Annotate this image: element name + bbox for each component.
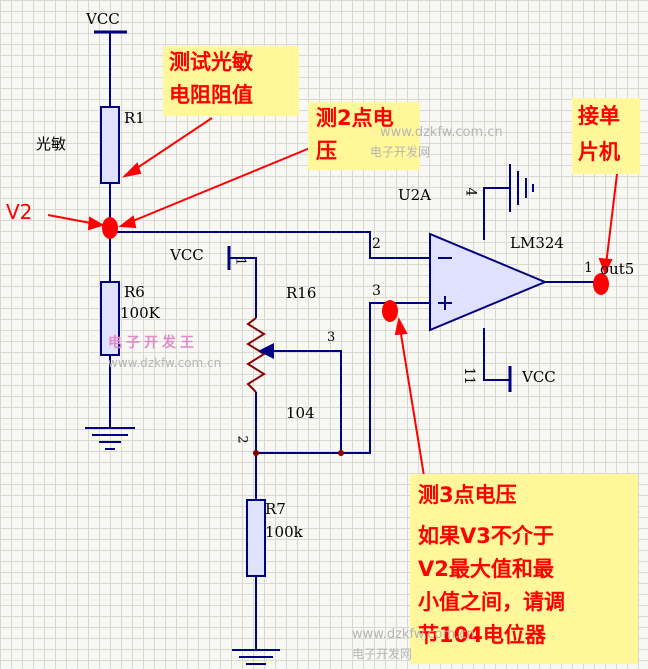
junction-wiper [338, 450, 344, 456]
note-measure-point2: 测2点电 压 [308, 102, 420, 170]
r16-pin3: 3 [327, 330, 336, 345]
gnd-bottom [232, 649, 280, 665]
u2a-pin11: 11 [460, 367, 477, 385]
arrow-out-head [598, 257, 613, 275]
watermark-url-3: www.dzkfw.com.cn [352, 627, 475, 642]
watermark-url-1: www.dzkfw.com.cn [380, 125, 503, 140]
note-connect-mcu: 接单 片机 [572, 98, 640, 174]
marker-out [593, 273, 609, 295]
v2-label: V2 [6, 200, 33, 224]
watermark-logo: 电子开发王 [108, 335, 198, 351]
note-measure-point3-title: 测3点电压 [418, 483, 517, 507]
arrow-v2-label [47, 214, 97, 225]
r7-ref: R7 [265, 500, 286, 518]
r6-body [100, 281, 120, 356]
arrow-v2-label-head [87, 216, 105, 231]
note-connect-mcu-line2: 片机 [578, 140, 620, 164]
note-measure-r1-line2: 电阻阻值 [169, 83, 253, 107]
u2a-pin1: 1 [584, 260, 593, 276]
arrow-out [605, 173, 618, 266]
u2a-pin4: 4 [462, 187, 479, 197]
wire-wiper [273, 350, 342, 453]
wire-pin3-net [256, 302, 430, 454]
r7-body [246, 499, 266, 577]
r16-pin2: 2 [234, 435, 250, 444]
arrow-pin3-head [394, 317, 408, 336]
watermark-url-2: www.dzkfw.com.cn [108, 356, 222, 370]
r6-value: 100K [120, 304, 160, 322]
wire-u2a-gnd [483, 187, 510, 240]
r16-ref: R16 [286, 284, 317, 302]
wires [109, 32, 600, 650]
u2a-part: LM324 [510, 234, 564, 252]
marker-v2 [102, 217, 118, 239]
u2a-pin3: 3 [372, 283, 381, 299]
wire-v2-pin2 [110, 231, 430, 259]
note-measure-point3-line2: V2最大值和最 [418, 557, 554, 581]
gnd-left [85, 427, 135, 450]
r16-zigzag [246, 317, 266, 393]
u2a-body [429, 232, 548, 332]
u2a-plus [438, 296, 452, 310]
note-measure-point2-line1: 测2点电 [316, 106, 394, 130]
note-measure-point2-line2: 压 [316, 139, 337, 163]
arrow-pin3 [399, 327, 425, 477]
note-measure-r1: 测试光敏 电阻阻值 [163, 46, 299, 116]
r16-wiper-arrow [258, 343, 274, 359]
wire-vcc-r16 [229, 257, 257, 318]
r1-ref: R1 [124, 109, 145, 127]
note-measure-point3-line3: 小值之间，请调 [418, 590, 565, 614]
r1-body [100, 106, 120, 184]
marker-pin3 [382, 300, 398, 322]
gnd-u2a [509, 164, 534, 212]
note-measure-point3-line4: 节104电位器 [418, 623, 546, 647]
u2a-ref: U2A [398, 186, 432, 204]
vcc-u2a-label: VCC [522, 368, 556, 386]
watermark-site-1: 电子开发网 [370, 145, 431, 159]
arrow-r1 [130, 117, 213, 173]
note-measure-point3-line1: 如果V3不介于 [418, 524, 554, 548]
r16-value: 104 [286, 404, 315, 422]
wire-u2a-vcc [483, 328, 510, 381]
arrow-v2-head [118, 215, 137, 229]
vcc-r16-label: VCC [170, 246, 204, 264]
arrow-v2 [127, 147, 311, 224]
note-measure-point3: 测3点电压 如果V3不介于 V2最大值和最 小值之间，请调 节104电位器 [410, 474, 638, 664]
arrow-r1-head [121, 162, 142, 178]
r6-ref: R6 [124, 283, 145, 301]
annotation-arrows [47, 117, 618, 477]
watermark-site-2: 电子开发网 [352, 647, 413, 661]
u2a-pin2: 2 [372, 236, 381, 252]
u2a-out-label: out5 [600, 260, 635, 278]
r1-label: 光敏 [36, 135, 67, 153]
junction-r16 [253, 450, 259, 456]
r7-value: 100k [265, 523, 303, 541]
r16-pin1: 1 [232, 257, 248, 266]
note-measure-r1-line1: 测试光敏 [169, 50, 253, 74]
note-connect-mcu-line1: 接单 [578, 104, 620, 128]
vcc-top-label: VCC [86, 10, 120, 28]
